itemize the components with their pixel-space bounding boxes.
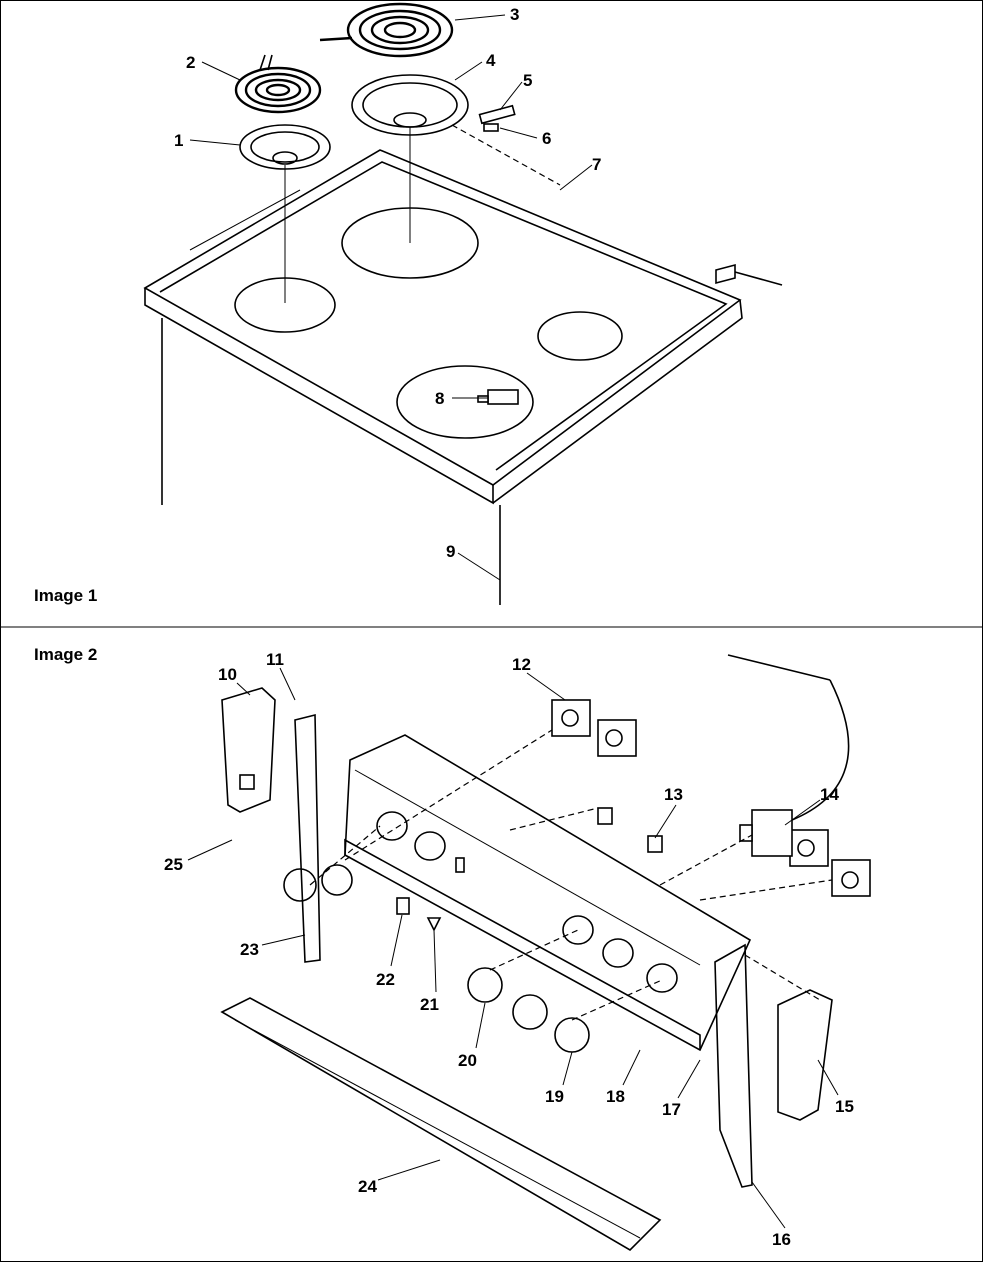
callout-20: 20 xyxy=(458,1051,477,1070)
callout-12: 12 xyxy=(512,655,531,674)
surface-element-large xyxy=(319,2,454,58)
control-panel-assembly xyxy=(344,734,752,1052)
callout-17: 17 xyxy=(662,1100,681,1119)
control-knob xyxy=(321,864,590,1053)
callout-25: 25 xyxy=(164,855,183,874)
callout-18: 18 xyxy=(606,1087,625,1106)
panel-label-image1: Image 1 xyxy=(34,586,97,605)
leader-lines xyxy=(187,14,839,1229)
surface-element-small xyxy=(234,54,322,114)
callout-21: 21 xyxy=(420,995,439,1014)
callout-7: 7 xyxy=(592,155,601,174)
callout-6: 6 xyxy=(542,129,551,148)
trim-strip xyxy=(220,997,662,1252)
callout-24: 24 xyxy=(358,1177,377,1196)
callout-11: 11 xyxy=(266,650,284,669)
infinite-switch xyxy=(551,699,871,897)
drip-bowl-large xyxy=(351,74,561,243)
callout-19: 19 xyxy=(545,1087,564,1106)
screw xyxy=(483,123,499,132)
callout-8: 8 xyxy=(435,389,444,408)
callout-13: 13 xyxy=(664,785,683,804)
callout-5: 5 xyxy=(523,71,532,90)
indicator-light xyxy=(597,807,663,853)
callout-16: 16 xyxy=(772,1230,791,1249)
right-side-bracket xyxy=(714,943,753,1188)
callout-14: 14 xyxy=(820,785,839,804)
cooktop-assembly xyxy=(143,149,783,605)
callout-4: 4 xyxy=(486,51,496,70)
knob-insert xyxy=(426,917,442,932)
alignment-lines xyxy=(309,729,833,1021)
callout-9: 9 xyxy=(446,542,455,561)
terminal-block xyxy=(478,104,516,125)
left-side-bracket xyxy=(283,713,321,963)
panel-label-image2: Image 2 xyxy=(34,645,97,664)
callout-3: 3 xyxy=(510,5,519,24)
callout-1: 1 xyxy=(174,131,183,150)
drip-bowl-small xyxy=(239,124,331,303)
oven-thermostat xyxy=(727,654,850,857)
left-end-cap xyxy=(221,687,276,813)
callout-10: 10 xyxy=(218,665,237,684)
callout-15: 15 xyxy=(835,1097,854,1116)
callout-22: 22 xyxy=(376,970,395,989)
callout-2: 2 xyxy=(186,53,195,72)
right-end-cap xyxy=(777,989,833,1121)
small-switch xyxy=(396,897,410,915)
callout-23: 23 xyxy=(240,940,259,959)
